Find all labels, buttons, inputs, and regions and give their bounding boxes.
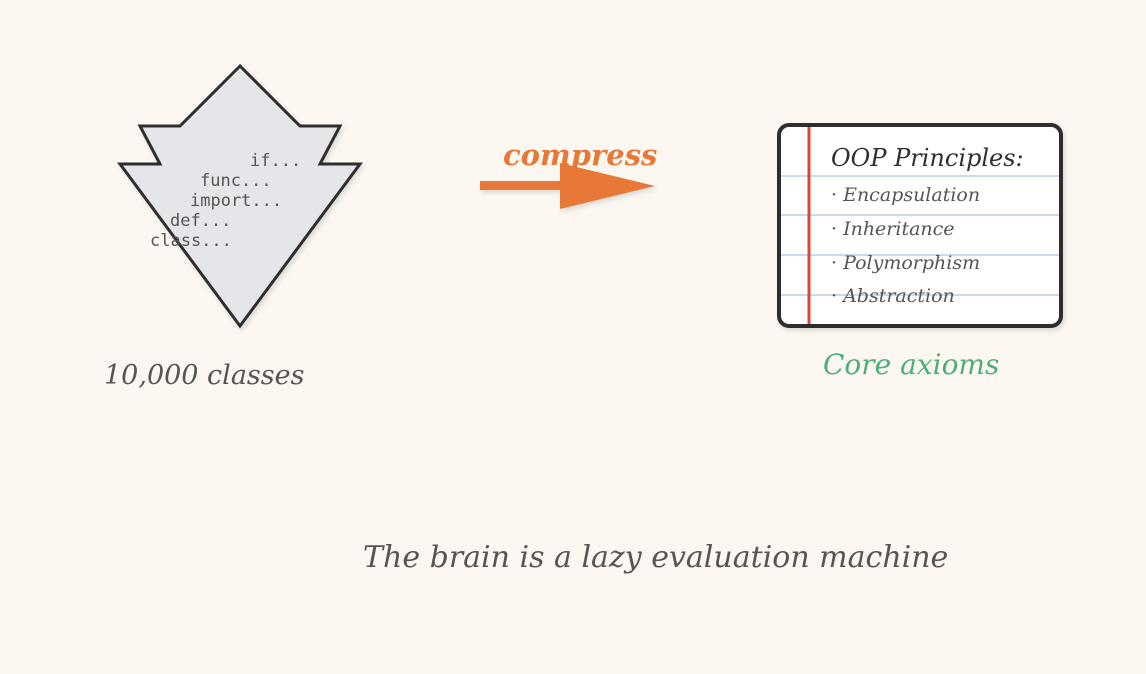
code-pile-group: if... func... import... def... class... … xyxy=(104,63,363,391)
code-line: func... xyxy=(200,171,272,191)
right-arrow-icon xyxy=(480,163,655,209)
notebook-item: · Inheritance xyxy=(831,218,955,240)
stacked-code-shape xyxy=(117,63,363,329)
notebook-caption: Core axioms xyxy=(823,348,999,381)
notebook-title: OOP Principles: xyxy=(831,144,1024,172)
notebook-card: OOP Principles: · Encapsulation · Inheri… xyxy=(777,123,1063,328)
code-line: def... xyxy=(170,211,231,231)
arrow-label: compress xyxy=(503,138,657,172)
notebook-item: · Polymorphism xyxy=(831,252,980,274)
footer-text: The brain is a lazy evaluation machine xyxy=(363,540,948,575)
code-line: if... xyxy=(250,151,301,171)
compress-arrow-group: compress xyxy=(480,138,657,209)
notebook-item: · Encapsulation xyxy=(831,184,980,206)
notebook-item: · Abstraction xyxy=(831,285,955,307)
code-line: class... xyxy=(150,231,232,251)
code-line: import... xyxy=(190,191,282,211)
pile-caption: 10,000 classes xyxy=(104,360,304,391)
